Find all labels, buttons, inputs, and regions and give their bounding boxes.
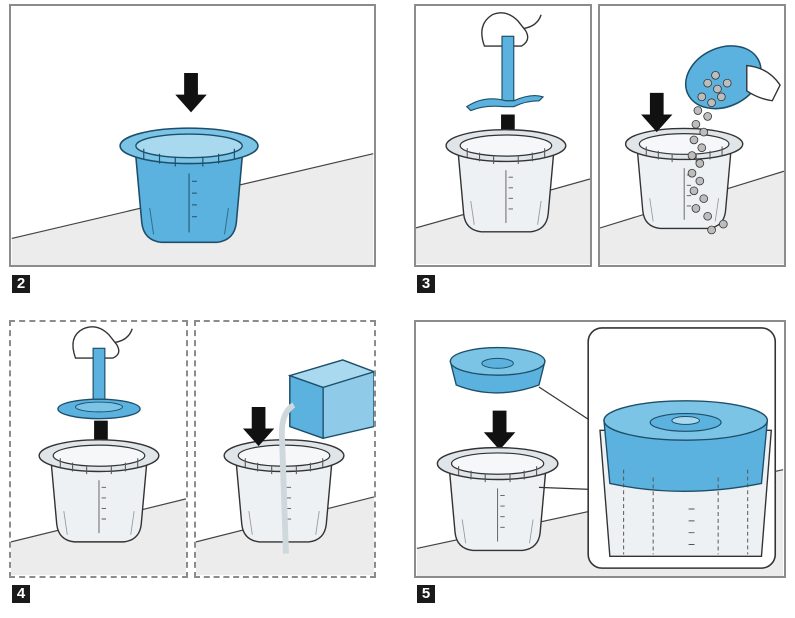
step-badge-2: 2 <box>12 275 30 293</box>
panel-step-3-pellets <box>598 4 786 267</box>
pellets-pour-illustration <box>600 6 784 265</box>
lid-icon <box>675 34 780 120</box>
blade-icon <box>467 36 543 110</box>
panel-step-4-disc <box>9 320 188 578</box>
detail-zoom-inset <box>588 328 775 568</box>
panel-step-3-blade <box>414 4 592 267</box>
water-pour-illustration <box>196 322 374 576</box>
panel-step-5 <box>414 320 786 578</box>
step-badge-4: 4 <box>12 585 30 603</box>
disc-icon <box>58 348 140 418</box>
blade-insert-illustration <box>416 6 590 265</box>
panel-step-2 <box>9 4 376 267</box>
bowl <box>626 128 743 228</box>
down-arrow-icon <box>641 93 672 132</box>
bowl-insert-illustration <box>11 6 374 265</box>
water-carton-icon <box>290 360 374 438</box>
down-arrow-icon <box>484 411 516 450</box>
bowl <box>446 130 566 232</box>
lid-icon <box>450 348 545 393</box>
disc-insert-illustration <box>11 322 186 576</box>
bowl <box>437 448 558 551</box>
bowl <box>39 440 159 542</box>
panel-step-4-water <box>194 320 376 578</box>
step-badge-5: 5 <box>417 585 435 603</box>
lid-fit-illustration <box>416 322 784 576</box>
step-badge-3: 3 <box>417 275 435 293</box>
down-arrow-icon <box>175 73 207 112</box>
